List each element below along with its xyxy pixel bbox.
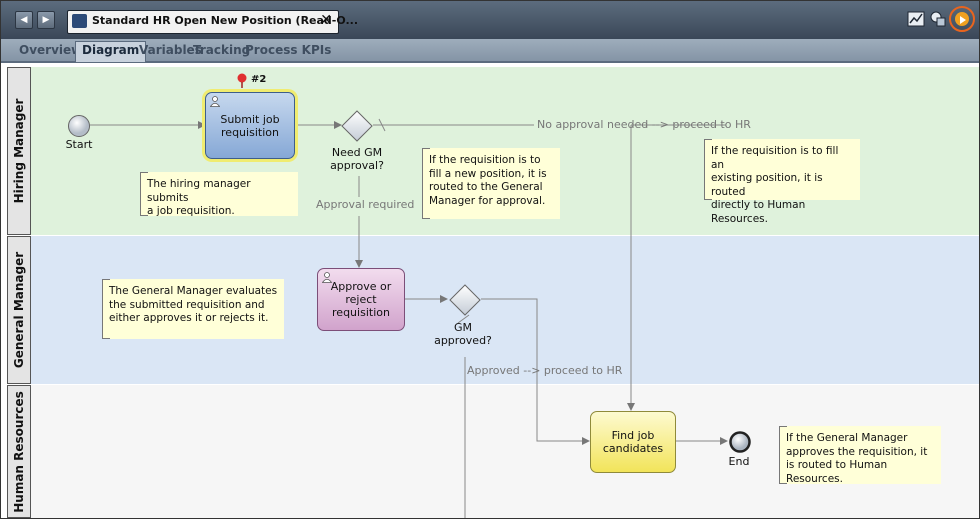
tab-process-kpis[interactable]: Process KPIs [245,43,332,57]
tab-tracking[interactable]: Tracking [193,43,251,57]
title-bar: ◀ ▶ Standard HR Open New Position (Read-… [1,1,979,39]
gateway-gm-approved[interactable] [449,284,481,316]
run-highlight-ring [949,6,975,32]
instance-marker-label: #2 [251,74,267,85]
flow-label-no-approval: No approval needed --> proceed to HR [537,118,751,131]
document-title: Standard HR Open New Position (Read-O... [92,14,359,27]
lane-label-general-manager: General Manager [7,236,31,384]
close-icon[interactable]: ✕ [320,12,332,28]
flow-label-approved: Approved --> proceed to HR [467,364,623,377]
end-label: End [728,455,750,468]
end-event[interactable] [728,430,752,454]
play-button[interactable] [955,12,969,26]
flow-label-approval-required: Approval required [316,198,415,211]
back-button[interactable]: ◀ [15,11,33,29]
play-icon [960,16,966,24]
flow-approved-to-find [481,298,590,445]
back-icon: ◀ [20,15,28,25]
forward-icon: ▶ [42,15,50,25]
lane-label-human-resources: Human Resources [7,385,31,518]
document-tab[interactable]: Standard HR Open New Position (Read-O...… [67,10,358,34]
sequence-flows [90,118,728,518]
default-flow-mark [378,118,386,132]
shapes-icon[interactable] [929,10,947,28]
gateway-need-gm-approval[interactable] [341,110,373,142]
person-icon [210,96,220,107]
process-icon [72,14,87,28]
person-icon [322,272,332,283]
tab-diagram[interactable]: Diagram [75,41,147,62]
start-event[interactable] [67,114,91,138]
lane-label-hiring-manager: Hiring Manager [7,67,31,235]
diagram-canvas: Hiring Manager General Manager Human Res… [1,63,979,518]
tab-overview[interactable]: Overview [19,43,83,57]
view-tabs: Overview Diagram Variables Tracking Proc… [1,39,979,63]
pin-icon [237,73,247,88]
forward-button[interactable]: ▶ [37,11,55,29]
chart-icon[interactable] [907,10,925,28]
start-label: Start [65,138,93,151]
tab-variables[interactable]: Variables [139,43,202,57]
